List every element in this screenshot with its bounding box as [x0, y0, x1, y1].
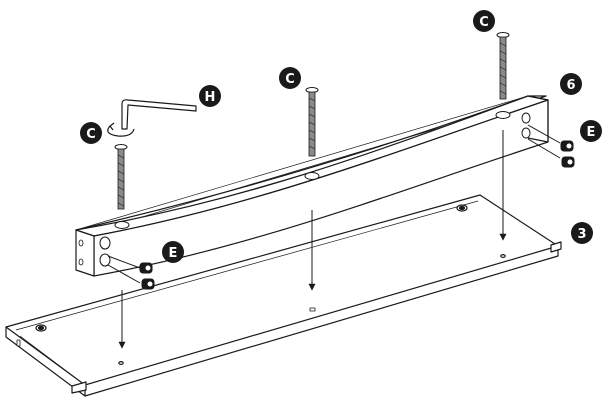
cam-nuts-right — [527, 124, 575, 168]
label-c-middle: C — [279, 67, 301, 89]
bolt-middle — [305, 87, 319, 157]
label-e-right: E — [580, 120, 602, 142]
label-c-left: C — [80, 122, 102, 144]
label-c-top-right: C — [473, 10, 495, 32]
rotation-arrow — [107, 122, 135, 137]
svg-text:C: C — [285, 72, 295, 87]
label-e-left: E — [162, 241, 184, 263]
bolt-left — [114, 144, 128, 210]
svg-text:E: E — [587, 125, 596, 140]
assembly-arrows — [118, 130, 507, 349]
bolt-right — [496, 32, 510, 100]
cam-nuts-left — [107, 255, 155, 290]
label-part-6: 6 — [560, 73, 582, 95]
rail — [75, 95, 549, 277]
allen-key — [121, 99, 197, 130]
svg-text:C: C — [479, 15, 489, 30]
label-part-3: 3 — [571, 222, 593, 244]
bottom-panel — [5, 194, 562, 397]
svg-text:3: 3 — [577, 227, 586, 242]
svg-text:6: 6 — [566, 78, 575, 93]
svg-text:H: H — [205, 90, 216, 105]
label-h-tool: H — [199, 85, 221, 107]
svg-text:C: C — [86, 127, 96, 142]
svg-text:E: E — [169, 246, 178, 261]
